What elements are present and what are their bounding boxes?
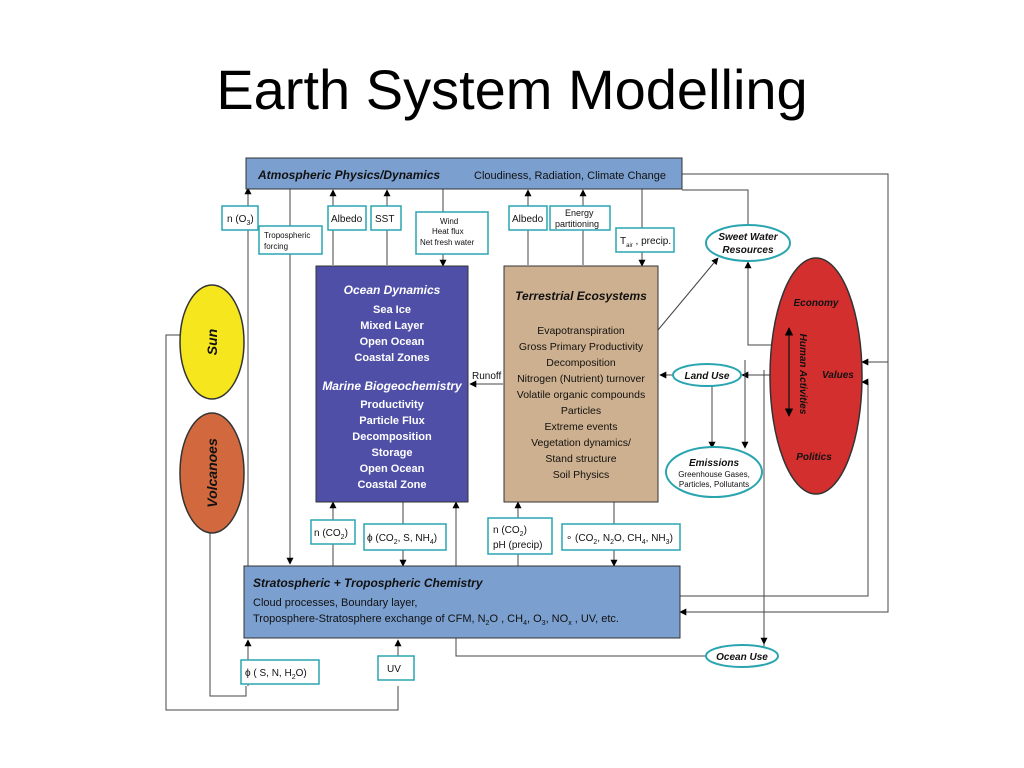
label-albedo2: Albedo: [512, 214, 544, 225]
marine-item: Open Ocean: [360, 463, 425, 475]
label-phi-snh-box: [240, 659, 320, 685]
label-energy-line1: Energy: [565, 208, 594, 218]
marine-title: Marine Biogeochemistry: [322, 379, 463, 393]
label-wind-line1: Wind: [440, 217, 458, 226]
label-sst-box: [370, 205, 402, 231]
politics-label: Politics: [796, 452, 832, 463]
label-circ-box: [561, 523, 681, 551]
terrestrial-box: [503, 265, 659, 503]
label-wind-line3: Net fresh water: [420, 238, 475, 247]
label-wind-box: [415, 211, 489, 255]
upper-labels: [221, 205, 675, 255]
connector-atm-sweet: [682, 189, 749, 232]
ocean-item: Open Ocean: [360, 336, 425, 348]
ocean-item: Mixed Layer: [360, 320, 424, 332]
label-tair: Tair , precip.: [620, 236, 671, 249]
label-nco2: n (CO2): [314, 528, 348, 541]
label-tair-box: [615, 227, 675, 253]
sweet-water-label-1: Sweet Water: [718, 232, 778, 243]
terrestrial-title: Terrestrial Ecosystems: [515, 289, 647, 303]
sweet-water-label-2: Resources: [722, 245, 774, 256]
ocean-title: Ocean Dynamics: [344, 283, 441, 297]
land-use-label: Land Use: [684, 371, 729, 382]
sun-label: Sun: [204, 329, 220, 355]
chemistry-line2: Troposphere-Stratosphere exchange of CFM…: [253, 613, 619, 627]
volcanoes-oval: [179, 412, 245, 534]
atmosphere-box: [245, 157, 683, 190]
sun-oval: [179, 284, 245, 400]
human-activities-label: Human Activities: [797, 334, 808, 415]
terrestrial-item: Volatile organic compounds: [517, 389, 645, 401]
label-tropo-box: [258, 225, 323, 255]
terrestrial-item: Particles: [561, 405, 601, 417]
label-energy-line2: partitioning: [555, 219, 599, 229]
ocean-use-oval: [705, 644, 779, 668]
label-nco2ph-box: [487, 517, 553, 555]
label-nco2-box: [310, 519, 356, 545]
label-uv: UV: [387, 664, 401, 675]
label-no3-box: [221, 205, 259, 231]
marine-item: Coastal Zone: [357, 479, 426, 491]
ocean-item: Sea Ice: [373, 304, 411, 316]
label-sst: SST: [375, 214, 394, 225]
ocean-box: [315, 265, 469, 503]
atmosphere-title: Atmospheric Physics/Dynamics: [257, 168, 440, 182]
sweet-water-oval: [705, 224, 791, 262]
chemistry-box: [243, 565, 681, 639]
connector-terr-sweet: [657, 257, 719, 331]
label-nco2ph-line1: n (CO2): [493, 525, 527, 538]
economy-label: Economy: [793, 298, 838, 309]
label-energy-box: [549, 205, 611, 231]
values-label: Values: [822, 370, 854, 381]
label-phi-co2: ϕ (CO2, S, NH4): [367, 533, 437, 546]
terrestrial-item: Soil Physics: [553, 469, 610, 481]
chemistry-line1: Cloud processes, Boundary layer,: [253, 597, 417, 609]
emissions-sub-2: Particles, Pollutants: [679, 480, 749, 489]
terrestrial-item: Vegetation dynamics/: [531, 437, 631, 449]
label-wind-line2: Heat flux: [432, 227, 464, 236]
label-albedo1-box: [327, 205, 367, 231]
emissions-oval: [665, 446, 763, 498]
connector-right-human2: [680, 378, 869, 597]
terrestrial-item: Decomposition: [546, 357, 616, 369]
label-phi-co2-box: [363, 523, 447, 551]
terrestrial-item: Evapotranspiration: [537, 325, 625, 337]
terrestrial-item: Gross Primary Productivity: [519, 341, 644, 353]
atmosphere-subtitle: Cloudiness, Radiation, Climate Change: [474, 170, 666, 182]
label-nco2ph-line2: pH (precip): [493, 540, 542, 551]
human-activities-oval: [769, 257, 863, 495]
label-uv-box: [377, 655, 415, 681]
label-albedo1: Albedo: [331, 214, 363, 225]
connector-volc-loop: [209, 530, 247, 697]
land-use-oval: [672, 363, 742, 387]
volcanoes-label: Volcanoes: [204, 438, 220, 508]
connector-sun-loop: [165, 334, 399, 711]
label-tropo-line2: forcing: [264, 242, 288, 251]
terrestrial-item: Nitrogen (Nutrient) turnover: [517, 373, 645, 385]
marine-item: Storage: [372, 447, 413, 459]
runoff-label: Runoff: [472, 371, 502, 382]
connector-human-sweet: [744, 261, 780, 346]
terrestrial-item: Stand structure: [545, 453, 616, 465]
label-tropo-line1: Tropospheric: [264, 231, 310, 240]
slide-title: Earth System Modelling: [216, 58, 808, 121]
ocean-item: Coastal Zones: [354, 352, 429, 364]
label-no3: n (O3): [227, 214, 254, 227]
label-circ: ∘ (CO2, N2O, CH4, NH3): [566, 533, 673, 546]
label-albedo2-box: [508, 205, 548, 231]
marine-item: Decomposition: [352, 431, 432, 443]
connector-atm-right: [679, 173, 889, 616]
ocean-use-label: Ocean Use: [716, 652, 768, 663]
chemistry-title: Stratospheric + Tropospheric Chemistry: [253, 576, 484, 590]
marine-item: Productivity: [360, 399, 424, 411]
terrestrial-item: Extreme events: [545, 421, 618, 433]
marine-item: Particle Flux: [359, 415, 425, 427]
label-phi-snh: ϕ ( S, N, H2O): [245, 668, 307, 681]
emissions-sub-1: Greenhouse Gases,: [678, 470, 750, 479]
emissions-label: Emissions: [689, 458, 739, 469]
